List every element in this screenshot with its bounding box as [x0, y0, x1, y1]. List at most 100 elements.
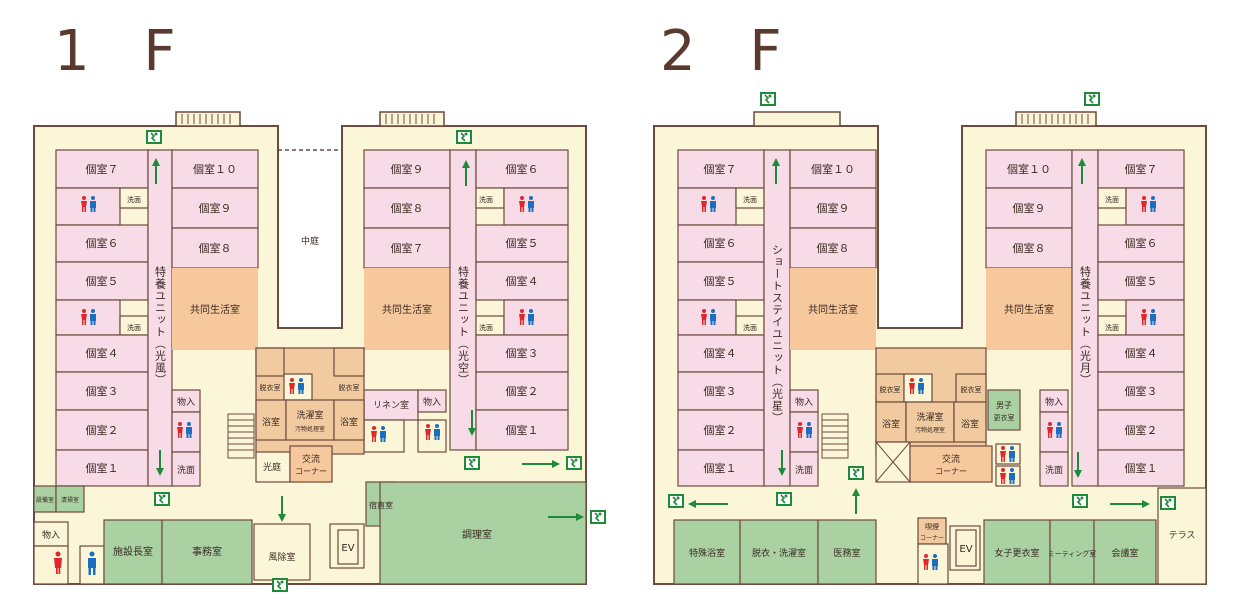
- emergency-exit-icon: [847, 465, 865, 481]
- emergency-exit-icon: [565, 455, 583, 471]
- f1-room: 個室２: [86, 423, 119, 437]
- f1-room: EV: [341, 543, 354, 554]
- f1-service-block: [255, 347, 365, 483]
- f2-labels: 個室７ 個室１０ 個室９ 個室８ 個室６ 個室５ 個室４ 個室３ 個室２ 個室１…: [689, 162, 1195, 559]
- f2-room: EV: [959, 544, 972, 555]
- f2-room: 洗面: [795, 464, 813, 476]
- f1-room: 洗面: [127, 323, 141, 332]
- f2-room: 喫煙: [925, 522, 939, 531]
- floor-2-title: 2 F: [660, 19, 800, 84]
- f1-room: 施設長室: [113, 545, 153, 558]
- f1-room: 物入: [42, 529, 60, 541]
- f1-room: 個室１: [506, 423, 539, 437]
- f2-room: 洗面: [1045, 464, 1063, 476]
- emergency-exit-icon: [455, 129, 473, 145]
- f1-room: 洗面: [177, 464, 195, 476]
- f1-room: 個室１: [86, 461, 119, 475]
- f2-room: 個室８: [817, 241, 850, 255]
- f1-room: 脱衣室: [339, 383, 360, 392]
- floor-1: 中庭: [33, 111, 607, 593]
- f1-room: 洗面: [479, 323, 493, 332]
- f2-room: テラス: [1169, 530, 1196, 541]
- f2-room: 洗面: [1105, 195, 1119, 204]
- f2-room: 更衣室: [994, 413, 1015, 422]
- f2-room: 個室７: [1125, 162, 1158, 176]
- f2-room: 個室５: [1125, 274, 1158, 288]
- arrow-right-icon: [522, 460, 560, 468]
- f2-room: 女子更衣室: [994, 547, 1039, 559]
- f1-room: 共同生活室: [190, 303, 240, 316]
- f2-room: コーナー: [920, 535, 944, 542]
- f2-lower-block: [673, 487, 1207, 585]
- f2-room: 医務室: [833, 547, 860, 559]
- f1-room: 共同生活室: [382, 303, 432, 316]
- f1-lower-block: [33, 481, 587, 585]
- f2-room: 特殊浴室: [689, 547, 725, 559]
- f2-room: 共同生活室: [1004, 303, 1054, 316]
- f2-room: 浴室: [961, 418, 979, 430]
- emergency-exit-icon: [463, 455, 481, 471]
- f1-room: 風除室: [268, 551, 295, 563]
- f1-room: 個室９: [199, 201, 232, 215]
- arrow-right-icon: [548, 513, 584, 521]
- f2-room: 男子: [996, 401, 1012, 410]
- f2-room: 個室６: [1125, 236, 1158, 250]
- floor-1-title: 1 F: [54, 19, 194, 84]
- f2-room: 個室５: [704, 274, 737, 288]
- f2-room: 洗面: [743, 195, 757, 204]
- emergency-exit-icon: [1159, 495, 1177, 511]
- f2-west-wing: [677, 149, 877, 487]
- f1-room: 個室７: [86, 162, 119, 176]
- f1-room: 脱衣室: [260, 383, 281, 392]
- f1-room: リネン室: [373, 399, 409, 411]
- arrow-left-icon: [688, 500, 728, 508]
- f1-room: 光庭: [263, 461, 281, 473]
- f2-room: 共同生活室: [808, 303, 858, 316]
- f1-room: 清掃室: [61, 496, 79, 504]
- f1-room: 個室６: [506, 162, 539, 176]
- f1-room: 事務室: [192, 545, 222, 558]
- f2-room: 物入: [1045, 396, 1063, 408]
- f1-room: 個室６: [86, 236, 119, 250]
- f2-room: 個室８: [1013, 241, 1046, 255]
- f2-room: 個室２: [704, 423, 737, 437]
- f1-room: 個室１０: [193, 162, 237, 176]
- f2-room: 物入: [795, 396, 813, 408]
- floor-2: 個室７ 個室１０ 個室９ 個室８ 個室６ 個室５ 個室４ 個室３ 個室２ 個室１…: [653, 91, 1207, 585]
- f2-room: 脱衣・洗濯室: [752, 547, 806, 559]
- f1-room: 浴室: [340, 416, 358, 428]
- f1-room: 設備室: [36, 496, 54, 504]
- f1-room: 個室８: [199, 241, 232, 255]
- f1-east-wing: [363, 149, 569, 453]
- f2-room: 個室１: [1125, 461, 1158, 475]
- f1-room: 個室８: [391, 201, 424, 215]
- f1-room: 個室３: [506, 346, 539, 360]
- f1-room: 調理室: [462, 528, 492, 541]
- f1-room: 洗濯室: [296, 409, 323, 421]
- f2-room: 洗濯室: [916, 411, 943, 423]
- f2-room: 洗面: [1105, 323, 1119, 332]
- emergency-exit-icon: [271, 577, 289, 593]
- f1-east-unit-label: 特養ユニット（光空）: [457, 265, 470, 386]
- f2-room: ミーティング室: [1048, 549, 1097, 558]
- emergency-exit-icon: [759, 91, 777, 107]
- f1-room: 個室４: [86, 346, 119, 360]
- f2-room: 個室１０: [1007, 162, 1051, 176]
- f2-room: 汚物処理室: [915, 426, 945, 434]
- f2-room: 個室６: [704, 236, 737, 250]
- f1-room: 宿直室: [369, 500, 393, 510]
- f2-room: 個室１０: [811, 162, 855, 176]
- f2-room: 洗面: [743, 323, 757, 332]
- f2-room: 個室１: [704, 461, 737, 475]
- f1-room: 個室５: [506, 236, 539, 250]
- restroom-male-icon: [88, 551, 96, 575]
- arrow-right-icon: [1110, 500, 1150, 508]
- f1-room: 個室２: [506, 384, 539, 398]
- f2-room: 脱衣室: [961, 385, 982, 394]
- f2-room: 個室９: [817, 201, 850, 215]
- f1-room: 洗面: [127, 195, 141, 204]
- emergency-exit-icon: [775, 491, 793, 507]
- emergency-exit-icon: [1071, 493, 1089, 509]
- f2-room: 個室４: [704, 346, 737, 360]
